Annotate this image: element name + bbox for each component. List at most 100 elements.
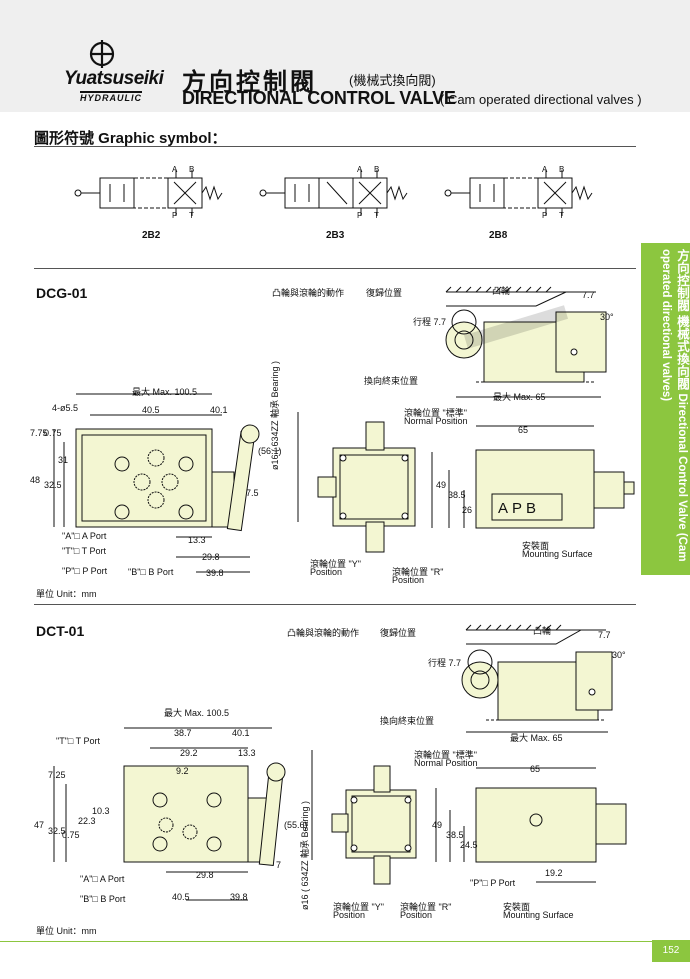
dcg-b-port: "B"□ B Port (128, 567, 174, 577)
dcg-mount-en: Mounting Surface (522, 549, 593, 559)
dcg-mount-zh: 安裝面 (522, 541, 550, 551)
dcg-apb: APB (498, 500, 541, 517)
port-b-2: B (374, 165, 380, 174)
dcg-max-100: 最大 Max. 100.5 (132, 387, 198, 397)
port-t-2: T (374, 211, 379, 220)
dcg-dim-26: 26 (462, 505, 473, 515)
port-b-1: B (189, 165, 195, 174)
dct-mount-en: Mounting Surface (503, 910, 574, 920)
symbol-label-2b8: 2B8 (489, 230, 508, 241)
dcg-pos-y-en: Position (310, 567, 343, 577)
footer-rule (0, 941, 652, 942)
sidebar-tab (641, 243, 690, 575)
dct-dim-38-5: 38.5 (446, 830, 464, 840)
port-p-1: P (172, 211, 178, 220)
dcg-return-pos: 復歸位置 (366, 288, 403, 298)
dcg-dim-7-5: 7.5 (246, 488, 259, 498)
dct-return-pos: 復歸位置 (380, 628, 417, 638)
graphic-symbols (74, 170, 593, 216)
graphic-symbol-title: 圖形符號 Graphic symbol： (34, 130, 227, 147)
dct-dim-38-7: 38.7 (174, 728, 192, 738)
dct-dim-55-6: (55.6) (284, 820, 308, 830)
dcg-pos-r-zh: 滾輪位置 "R" (392, 567, 444, 577)
sidebar-zh: 方向控制閥 機械式換向閥 (675, 249, 689, 390)
dct-unit: 單位 Unit：mm (36, 926, 97, 936)
model-dcg: DCG-01 (36, 285, 88, 301)
divider (34, 268, 636, 269)
dcg-dim-32-5: 32.5 (44, 480, 62, 490)
dcg-unit: 單位 Unit：mm (36, 589, 97, 599)
dct-dim-32-5: 32.5 (48, 826, 66, 836)
port-a-1: A (172, 165, 178, 174)
dcg-dim-29-8: 29.8 (202, 552, 220, 562)
port-b-3: B (559, 165, 565, 174)
port-t-1: T (189, 211, 194, 220)
dcg-dim-48: 48 (30, 475, 41, 485)
page-header (0, 0, 690, 112)
port-p-2: P (357, 211, 363, 220)
port-p-3: P (542, 211, 548, 220)
dct-bearing: ø16 ( 634ZZ 軸承 Bearing ) (300, 800, 310, 910)
divider (34, 604, 636, 605)
dct-dim-40-1: 40.1 (232, 728, 250, 738)
dct-side-view (331, 765, 417, 885)
dcg-dim-40-1: 40.1 (210, 405, 228, 415)
dcg-max-65: 最大 Max. 65 (493, 392, 546, 402)
dcg-pos-r-en: Position (392, 575, 425, 585)
symbol-2b3 (259, 170, 408, 216)
dct-dim-49: 49 (432, 820, 443, 830)
dcg-dim-56-1: (56.1) (258, 446, 282, 456)
dcg-dim-30deg: 30° (600, 312, 614, 322)
dcg-a-port: "A"□ A Port (62, 531, 107, 541)
dcg-travel: 行程 7.7 (413, 317, 447, 327)
dcg-cam: 凸輪 (492, 286, 511, 296)
dct-max-100: 最大 Max. 100.5 (164, 708, 230, 718)
dct-dim-13-3: 13.3 (238, 748, 256, 758)
port-t-3: T (559, 211, 564, 220)
company-logo (89, 40, 115, 68)
dcg-dim-65: 65 (518, 425, 529, 435)
dct-p-port: "P"□ P Port (470, 878, 516, 888)
symbol-label-2b2: 2B2 (142, 230, 161, 241)
dct-switch-end: 換向終束位置 (380, 716, 435, 726)
dcg-p-port: "P"□ P Port (62, 566, 108, 576)
dct-pos-r-zh: 滾輪位置 "R" (400, 902, 452, 912)
dct-dim-10-3: 10.3 (92, 806, 110, 816)
dcg-dim-31: 31 (58, 455, 69, 465)
dct-drawing (53, 624, 627, 901)
title-zh-sub: (機械式換向閥) (349, 73, 436, 88)
brand-sub: HYDRAULIC (80, 91, 142, 103)
dcg-holes: 4-ø5.5 (52, 403, 79, 413)
title-zh: 方向控制閥 (182, 69, 317, 96)
dct-dim-29-8: 29.8 (196, 870, 214, 880)
dcg-dim-39-8: 39.8 (206, 568, 224, 578)
dcg-normal-zh: 滾輪位置 "標準" (404, 408, 467, 418)
dct-dim-22-3: 22.3 (78, 816, 96, 826)
dct-dim-7-25: 7.25 (48, 770, 66, 780)
dct-dim-39-8: 39.8 (230, 892, 248, 902)
dct-dim-7-7: 7.7 (598, 630, 611, 640)
dct-front-view (53, 727, 313, 901)
dcg-cam-action: 凸輪與滾輪的動作 (272, 288, 345, 298)
dct-dim-24-5: 24.5 (460, 840, 478, 850)
symbol-2b8 (444, 170, 593, 216)
dct-dim-30deg: 30° (612, 650, 626, 660)
sidebar-text: 方向控制閥 機械式換向閥 Directional Control Valve (… (641, 243, 690, 575)
port-a-2: A (357, 165, 363, 174)
dcg-dim-38-5: 38.5 (448, 490, 466, 500)
dct-dim-47: 47 (34, 820, 45, 830)
dcg-right-view (431, 425, 635, 529)
dct-t-port: "T"□ T Port (56, 736, 101, 746)
dcg-dim-49: 49 (436, 480, 447, 490)
dcg-dim-13-3: 13.3 (188, 535, 206, 545)
brand-name: Yuatsuseiki (64, 68, 164, 89)
dcg-dim-40-5: 40.5 (142, 405, 160, 415)
dct-pos-r-en: Position (400, 910, 433, 920)
dcg-drawing (53, 286, 635, 573)
dcg-dim-7-75: 7.75 (30, 428, 48, 438)
dct-cam: 凸輪 (533, 626, 552, 636)
dct-max-65: 最大 Max. 65 (510, 733, 563, 743)
dct-dim-19-2: 19.2 (545, 868, 563, 878)
dct-dim-9-2: 9.2 (176, 766, 189, 776)
page-number: 152 (652, 940, 690, 962)
